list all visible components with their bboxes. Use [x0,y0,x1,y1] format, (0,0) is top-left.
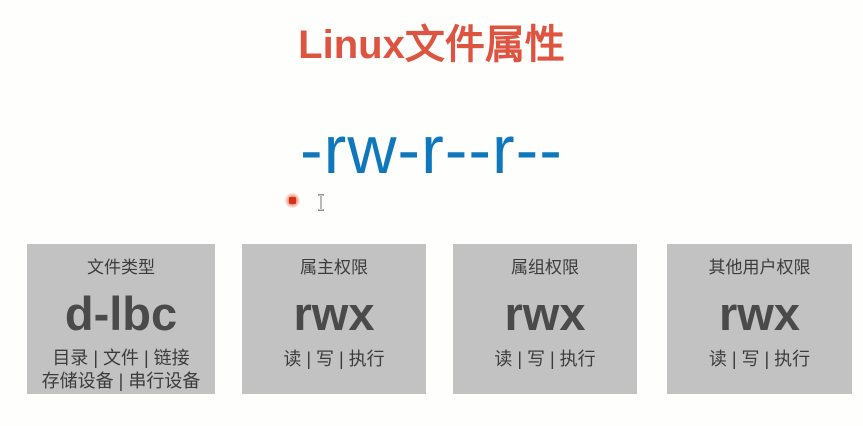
page-title: Linux文件属性 [298,23,565,67]
i-beam-cursor-icon [316,194,326,211]
panel-owner-desc-line-1: 读 | 写 | 执行 [283,349,385,369]
panel-other-code: rwx [719,287,800,340]
i-beam-cursor-svg [318,194,324,211]
panel-file-type: 文件类型 d-lbc 目录 | 文件 | 链接 存储设备 | 串行设备 [27,244,215,394]
panel-file-type-desc-line-2: 存储设备 | 串行设备 [41,371,201,391]
click-indicator-icon [285,193,300,208]
panel-group-heading: 属组权限 [511,258,579,277]
panel-group-code: rwx [504,287,586,340]
panel-owner-permissions: 属主权限 rwx 读 | 写 | 执行 [242,244,426,394]
panel-other-heading: 其他用户权限 [708,258,811,277]
panel-file-type-desc-line-1: 目录 | 文件 | 链接 [52,348,190,368]
panel-file-type-code: d-lbc [64,287,178,340]
panel-file-type-heading: 文件类型 [87,258,155,277]
panel-group-desc-line-1: 读 | 写 | 执行 [494,349,596,369]
permission-string-display: -rw-r--r-- [300,112,563,188]
panel-owner-code: rwx [293,287,375,340]
click-indicator-core [289,197,296,204]
panel-owner-heading: 属主权限 [300,258,368,277]
panel-other-desc-line-1: 读 | 写 | 执行 [708,349,811,369]
panel-group-permissions: 属组权限 rwx 读 | 写 | 执行 [453,244,637,394]
panel-other-permissions: 其他用户权限 rwx 读 | 写 | 执行 [667,244,852,394]
